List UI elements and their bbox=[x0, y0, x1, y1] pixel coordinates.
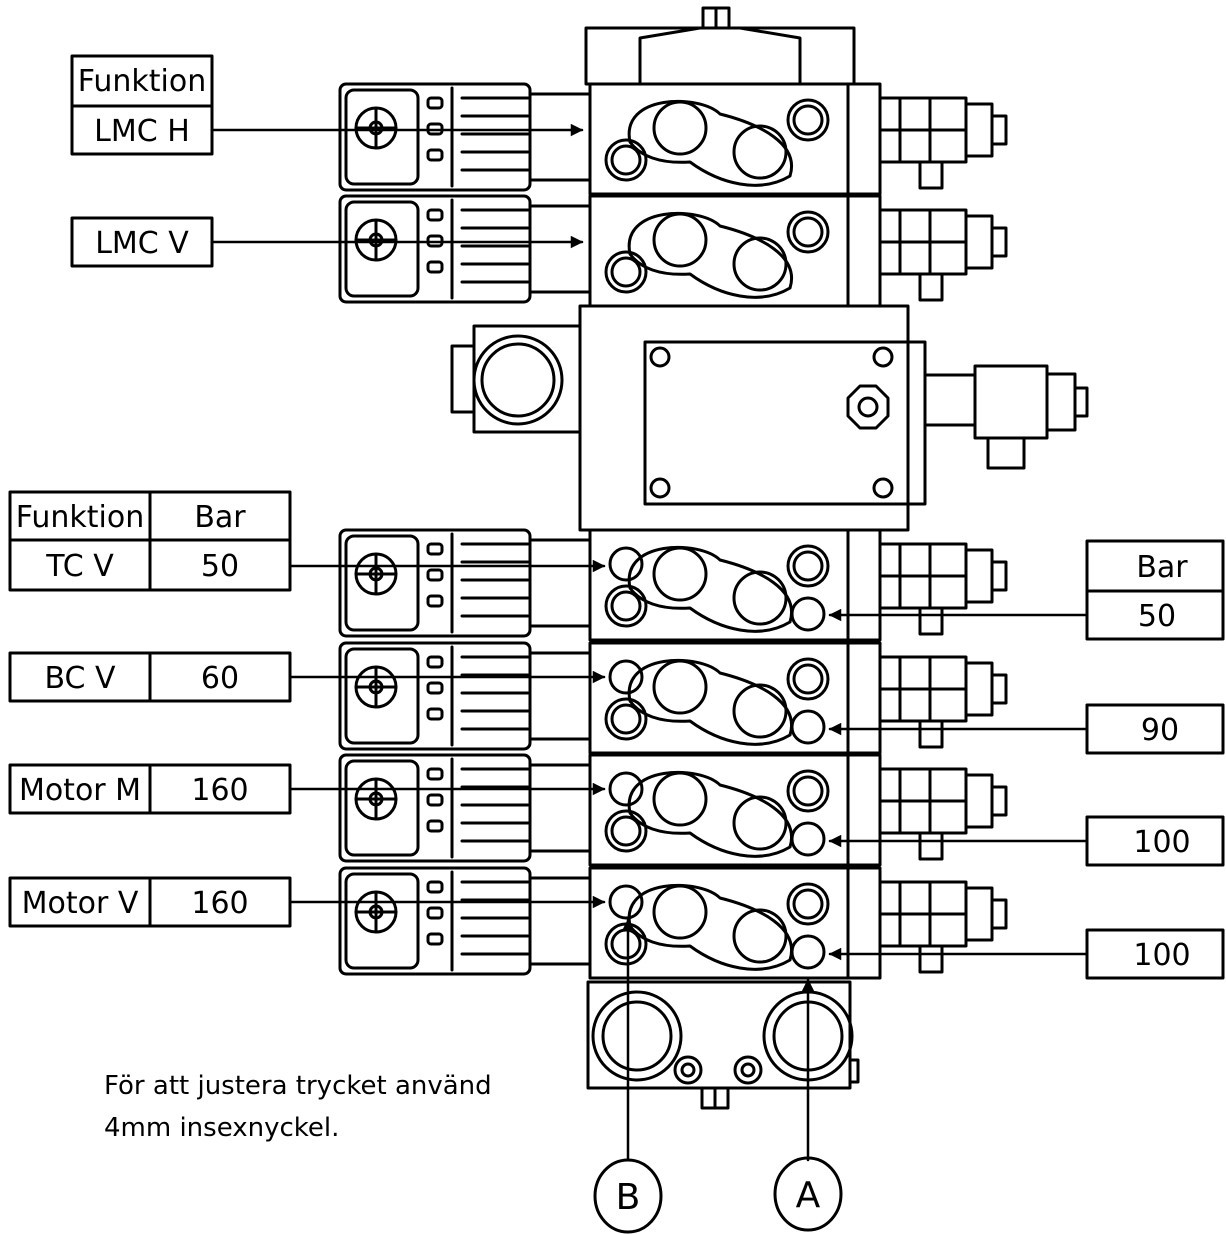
note-line-2: 4mm insexnyckel. bbox=[104, 1113, 339, 1143]
adjust-screw bbox=[608, 884, 644, 920]
right-table-bar-1: 50 bbox=[1138, 599, 1176, 634]
left-function-bar-table: Funktion Bar TC V 50 BC V 60 Motor M 160… bbox=[8, 490, 606, 928]
adjust-screw bbox=[608, 546, 644, 582]
adjust-screw bbox=[608, 659, 644, 695]
left-table-header-bar: Bar bbox=[194, 500, 246, 535]
right-bar-table: Bar 50 90 100 100 bbox=[828, 539, 1225, 980]
port-a-circle bbox=[773, 1156, 843, 1232]
left-table-bar-3: 160 bbox=[191, 773, 248, 808]
left-table-funktion-2: BC V bbox=[44, 661, 116, 696]
right-table-header: Bar bbox=[1136, 550, 1188, 585]
left-table-bar-1: 50 bbox=[201, 549, 239, 584]
adjust-screw bbox=[790, 934, 826, 970]
note-line-1: För att justera trycket använd bbox=[104, 1071, 492, 1101]
solenoid-housing bbox=[338, 82, 532, 192]
solenoid-housing bbox=[338, 753, 532, 863]
top-function-table: Funktion LMC H LMC V bbox=[70, 54, 584, 268]
left-table-funktion-4: Motor V bbox=[22, 886, 139, 921]
right-table-bar-4: 100 bbox=[1133, 938, 1190, 973]
top-table-header: Funktion bbox=[78, 64, 206, 99]
top-table-cell-lmc-h: LMC H bbox=[94, 114, 190, 149]
solenoid-housing bbox=[338, 641, 532, 751]
valve-sections bbox=[338, 82, 1008, 980]
left-table-header-funktion: Funktion bbox=[16, 500, 144, 535]
left-table-funktion-1: TC V bbox=[45, 549, 114, 584]
left-table-bar-4: 160 bbox=[191, 886, 248, 921]
solenoid-housing bbox=[338, 528, 532, 638]
left-table-bar-2: 60 bbox=[201, 661, 239, 696]
left-table-funktion-3: Motor M bbox=[19, 773, 141, 808]
instruction-note: För att justera trycket använd 4mm insex… bbox=[104, 1071, 492, 1143]
top-table-cell-lmc-v: LMC V bbox=[95, 226, 189, 261]
adjust-screw bbox=[790, 709, 826, 745]
adjust-screw bbox=[608, 771, 644, 807]
right-table-bar-3: 100 bbox=[1133, 825, 1190, 860]
adjust-screw bbox=[790, 821, 826, 857]
port-a-label: A bbox=[796, 1175, 821, 1216]
port-callouts: B A bbox=[593, 918, 843, 1234]
right-table-bar-2: 90 bbox=[1141, 713, 1179, 748]
port-b-label: B bbox=[616, 1177, 641, 1218]
solenoid-housing bbox=[338, 194, 532, 304]
solenoid-housing bbox=[338, 866, 532, 976]
adjust-screw bbox=[790, 596, 826, 632]
port-b-circle bbox=[593, 1158, 663, 1234]
